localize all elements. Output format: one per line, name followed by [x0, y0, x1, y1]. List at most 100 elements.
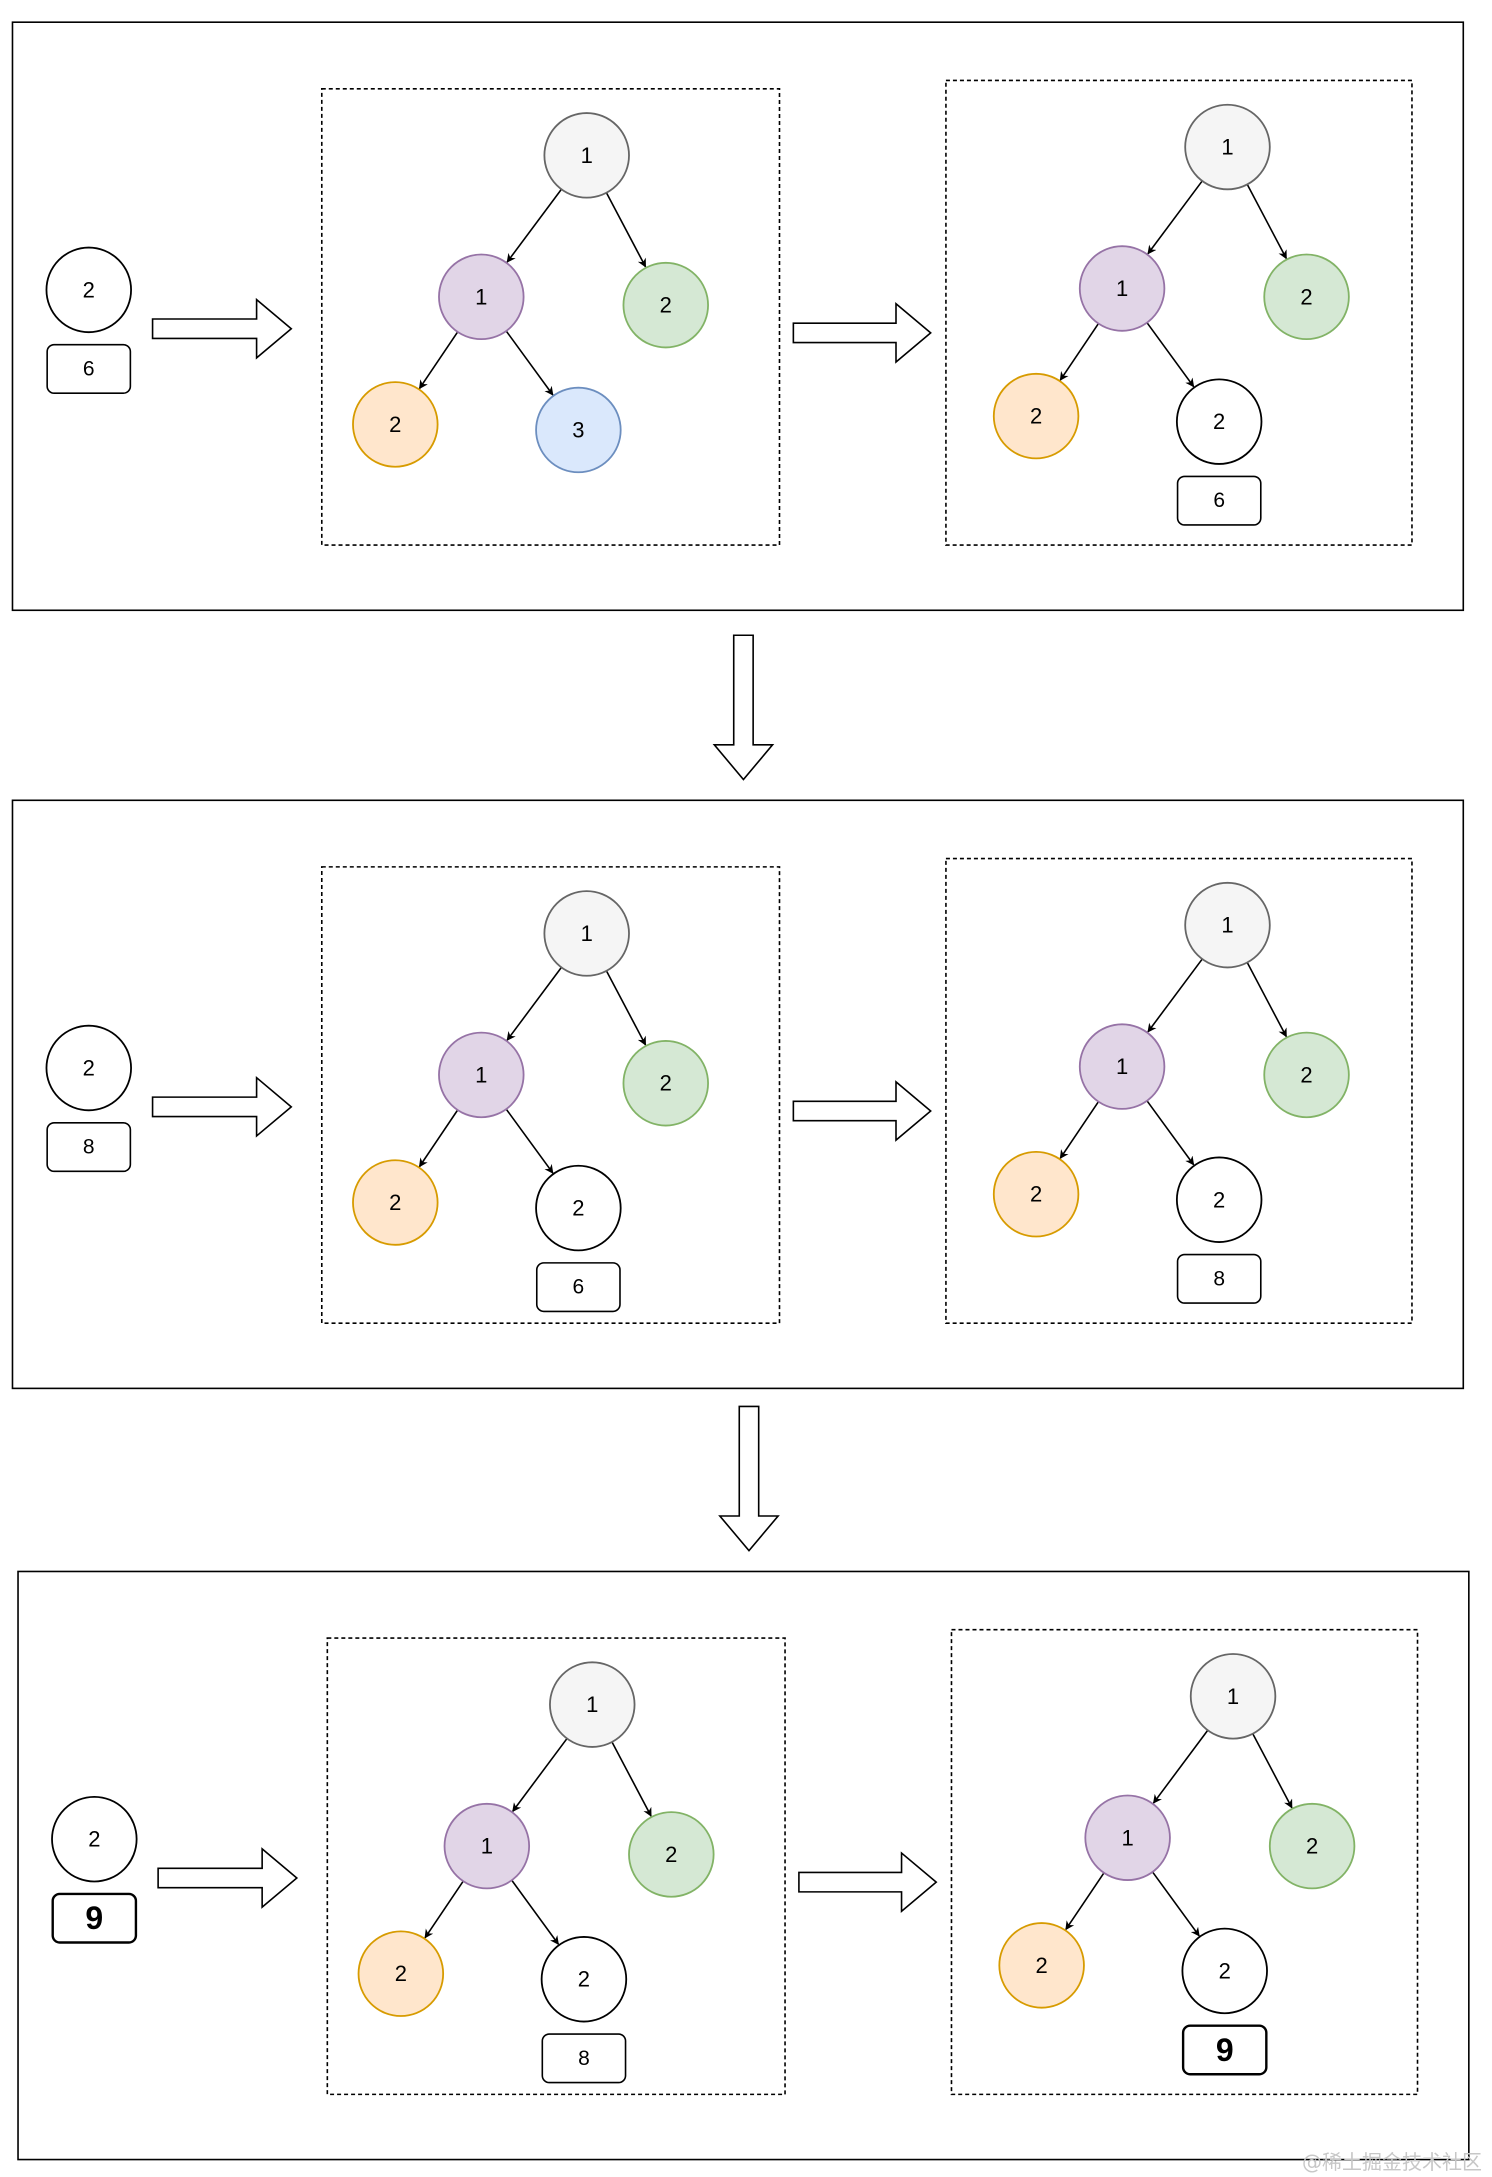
edge-root-left — [1147, 958, 1203, 1033]
edge-root-right — [1252, 1733, 1293, 1809]
left-child-node: 1 — [1078, 1023, 1166, 1110]
root-node-label: 1 — [581, 921, 593, 946]
input-value-box-rect — [51, 1892, 138, 1944]
root-node-circle — [543, 112, 630, 199]
edge-root-left — [506, 188, 563, 263]
input-value-box: 9 — [51, 1892, 138, 1944]
edge-root-left — [1147, 180, 1203, 255]
root-node-label: 1 — [1221, 913, 1233, 938]
node-value-box: 9 — [1181, 2024, 1268, 2076]
edge-root-right — [1246, 184, 1288, 260]
left-child-node-circle — [1084, 1794, 1171, 1881]
node-value-box: 6 — [535, 1262, 621, 1313]
after-frame — [945, 79, 1413, 546]
left-right-node-circle — [1175, 1156, 1263, 1243]
root-node: 1 — [543, 890, 630, 977]
right-child-node-label: 2 — [660, 293, 672, 318]
root-node-label: 1 — [581, 143, 593, 168]
right-child-node-circle — [622, 1040, 709, 1127]
input-value-box: 6 — [46, 343, 132, 395]
left-child-node-label: 1 — [1116, 1054, 1128, 1079]
input-key-label: 2 — [83, 277, 95, 302]
left-right-node: 2 — [1175, 1156, 1263, 1243]
process-arrow — [151, 1075, 293, 1138]
left-child-node-label: 1 — [481, 1834, 493, 1859]
left-right-node: 3 — [535, 386, 622, 474]
left-child-node: 1 — [1084, 1794, 1171, 1881]
input-key-label: 2 — [83, 1055, 95, 1080]
left-left-node-circle — [992, 372, 1080, 460]
edge-left-leftleft — [418, 331, 459, 390]
right-child-node-label: 2 — [660, 1071, 672, 1096]
next-step-arrow-1 — [712, 634, 775, 781]
input-key-circle — [45, 1024, 132, 1112]
edge-left-leftleft — [1059, 323, 1100, 381]
input-key-label: 2 — [88, 1827, 100, 1852]
root-node-label: 1 — [1221, 135, 1233, 160]
right-child-node-label: 2 — [1300, 1062, 1312, 1087]
edge-left-leftright — [1146, 322, 1195, 388]
node-value-box: 6 — [1176, 475, 1262, 526]
after-frame — [950, 1628, 1419, 2096]
left-right-node-circle — [1181, 1927, 1268, 2015]
left-left-node: 2 — [992, 372, 1080, 460]
root-node-label: 1 — [586, 1692, 598, 1717]
node-value-box-text: 8 — [578, 2047, 590, 2070]
edge-left-leftleft — [1059, 1101, 1100, 1160]
right-child-node: 2 — [1268, 1802, 1356, 1890]
before-frame — [320, 866, 781, 1324]
after-frame — [945, 857, 1413, 1324]
right-child-node-circle — [628, 1811, 715, 1898]
edge-root-left — [512, 1738, 568, 1813]
edge-left-leftleft — [418, 1109, 459, 1168]
edge-left-leftleft — [424, 1880, 464, 1939]
left-right-node: 2 — [1175, 378, 1263, 465]
right-child-node-circle — [1268, 1802, 1356, 1890]
edge-root-right — [605, 970, 647, 1046]
root-node: 1 — [1189, 1653, 1277, 1740]
right-child-node-label: 2 — [1300, 284, 1312, 309]
left-child-node-circle — [438, 253, 525, 341]
root-node: 1 — [543, 112, 630, 199]
result-arrow — [798, 1851, 938, 1914]
left-child-node-label: 1 — [1116, 276, 1128, 301]
right-child-node-circle — [1263, 253, 1350, 341]
root-node-label: 1 — [1227, 1684, 1239, 1709]
input-entry: 29 — [51, 1795, 138, 1944]
left-right-node-label: 2 — [578, 1967, 590, 1992]
before-tree: 1 1 2 2 2 8 — [357, 1661, 715, 2084]
left-right-node-circle — [535, 386, 622, 474]
right-child-node-label: 2 — [1306, 1834, 1318, 1859]
node-value-box-rect — [541, 2033, 627, 2084]
left-left-node-label: 2 — [389, 412, 401, 437]
watermark: @稀土掘金技术社区 — [1302, 2150, 1482, 2174]
input-value-box-text: 9 — [85, 1900, 103, 1936]
edge-left-leftright — [505, 1108, 554, 1174]
left-child-node-circle — [1078, 1023, 1166, 1110]
node-value-box-rect — [1176, 475, 1262, 526]
input-entry: 28 — [45, 1024, 132, 1173]
left-left-node-label: 2 — [1030, 1182, 1042, 1207]
result-arrow — [792, 1080, 932, 1142]
left-right-node-circle — [540, 1936, 628, 2023]
before-tree: 1 1 2 2 3 — [352, 112, 709, 474]
after-tree: 1 1 2 2 2 8 — [992, 881, 1350, 1304]
root-node-circle — [549, 1661, 636, 1748]
right-child-node-label: 2 — [665, 1842, 677, 1867]
left-left-node-label: 2 — [389, 1190, 401, 1215]
input-value-box-rect — [46, 343, 132, 395]
root-node: 1 — [549, 1661, 636, 1748]
edge-left-leftright — [505, 330, 554, 396]
left-child-node-circle — [438, 1031, 525, 1119]
left-left-node: 2 — [357, 1930, 445, 2017]
left-left-node: 2 — [352, 381, 439, 468]
input-key-circle — [51, 1795, 138, 1883]
edge-root-right — [605, 192, 647, 268]
left-child-node: 1 — [438, 253, 525, 341]
node-value-box: 8 — [1176, 1253, 1262, 1304]
node-value-box-rect — [535, 1262, 621, 1313]
edge-left-leftleft — [1065, 1872, 1105, 1931]
left-right-node: 2 — [540, 1936, 628, 2023]
